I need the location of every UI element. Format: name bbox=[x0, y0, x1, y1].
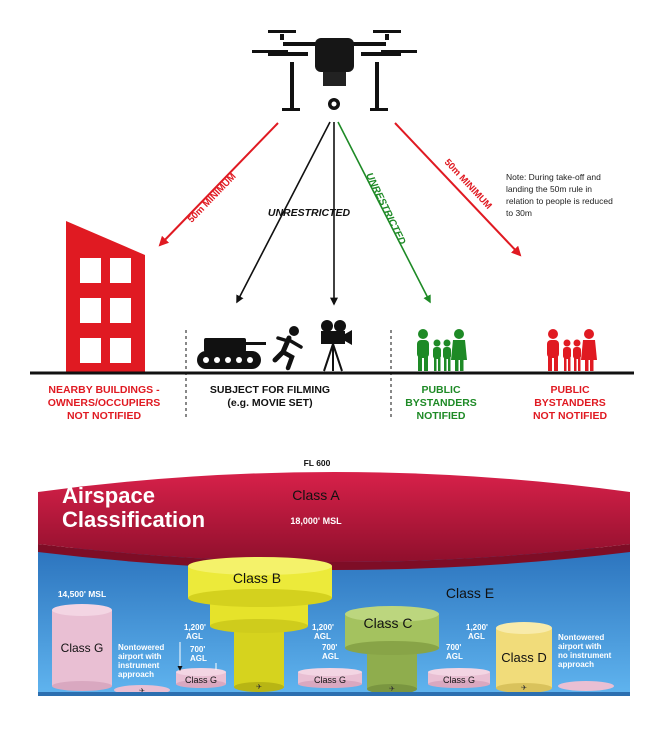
airplane-icon: ✈ bbox=[521, 685, 527, 692]
svg-text:700': 700' bbox=[446, 643, 461, 652]
svg-text:approach: approach bbox=[118, 670, 154, 679]
svg-text:to 30m: to 30m bbox=[506, 208, 532, 218]
svg-text:700': 700' bbox=[190, 645, 205, 654]
svg-text:Nontowered: Nontowered bbox=[118, 643, 164, 652]
svg-text:OWNERS/OCCUPIERS: OWNERS/OCCUPIERS bbox=[48, 397, 161, 409]
airspace-ground bbox=[38, 692, 630, 696]
class-g-label-tall: Class G bbox=[61, 641, 104, 655]
class-b-label: Class B bbox=[233, 570, 281, 586]
left-distance-label: 50m MINIMUM bbox=[186, 171, 239, 225]
class-a-label: Class A bbox=[292, 487, 340, 503]
msl-14500-label: 14,500' MSL bbox=[58, 589, 106, 599]
airport-disk-no-instrument bbox=[558, 681, 614, 691]
svg-text:AGL: AGL bbox=[190, 654, 207, 663]
svg-text:landing the 50m rule in: landing the 50m rule in bbox=[506, 184, 592, 194]
airplane-icon: ✈ bbox=[256, 684, 262, 691]
nontowered-instrument-label: Nontowered airport with instrument appro… bbox=[118, 643, 164, 679]
class-c-cylinder bbox=[345, 606, 439, 694]
class-g-tall-cylinder bbox=[52, 604, 112, 691]
svg-text:(e.g. MOVIE SET): (e.g. MOVIE SET) bbox=[227, 397, 312, 409]
airplane-icon: ✈ bbox=[139, 688, 145, 695]
agl-annotations-1: 1,200' AGL 700' AGL bbox=[177, 623, 217, 671]
airspace-diagram: FL 600 Airspace Classification Class A 1… bbox=[38, 458, 630, 696]
svg-text:NOT NOTIFIED: NOT NOTIFIED bbox=[67, 410, 141, 422]
svg-text:AGL: AGL bbox=[314, 632, 331, 641]
class-g-disk-1 bbox=[176, 668, 226, 688]
agl-annotations-3: 1,200' AGL 700' AGL bbox=[446, 623, 488, 661]
svg-text:BYSTANDERS: BYSTANDERS bbox=[405, 397, 477, 409]
class-d-cylinder bbox=[496, 622, 552, 693]
svg-text:airport with: airport with bbox=[558, 642, 602, 651]
running-person-icon bbox=[272, 326, 303, 371]
arrow-to-buildings bbox=[158, 122, 279, 247]
caption-bystanders-not-notified: PUBLIC BYSTANDERS NOT NOTIFIED bbox=[533, 384, 607, 422]
takeoff-note: Note: During take-off and landing the 50… bbox=[506, 172, 613, 218]
class-g-label-3: Class G bbox=[443, 675, 475, 685]
family-icon-red bbox=[547, 329, 597, 371]
class-d-label: Class D bbox=[501, 650, 547, 665]
unrestricted-label-black: UNRESTRICTED bbox=[268, 207, 351, 219]
svg-text:NOT NOTIFIED: NOT NOTIFIED bbox=[533, 410, 607, 422]
svg-text:approach: approach bbox=[558, 660, 594, 669]
svg-text:Note: During take-off and: Note: During take-off and bbox=[506, 172, 601, 182]
agl-annotations-2: 1,200' AGL 700' AGL bbox=[312, 623, 339, 661]
class-a-region bbox=[38, 472, 630, 562]
airplane-icon: ✈ bbox=[389, 686, 395, 693]
svg-text:700': 700' bbox=[322, 643, 337, 652]
building-icon bbox=[66, 221, 145, 373]
svg-text:1,200': 1,200' bbox=[184, 623, 206, 632]
class-e-region bbox=[38, 548, 630, 692]
svg-text:relation to people is reduced: relation to people is reduced bbox=[506, 196, 613, 206]
caption-bystanders-notified: PUBLIC BYSTANDERS NOTIFIED bbox=[405, 384, 477, 422]
svg-text:AGL: AGL bbox=[468, 632, 485, 641]
class-g-label-1: Class G bbox=[185, 675, 217, 685]
svg-text:1,200': 1,200' bbox=[466, 623, 488, 632]
unrestricted-label-green: UNRESTRICTED bbox=[363, 171, 407, 246]
tank-icon bbox=[197, 338, 266, 369]
svg-text:AGL: AGL bbox=[446, 652, 463, 661]
svg-text:1,200': 1,200' bbox=[312, 623, 334, 632]
svg-text:BYSTANDERS: BYSTANDERS bbox=[534, 397, 606, 409]
class-g-disk-2 bbox=[298, 668, 362, 688]
svg-text:instrument: instrument bbox=[118, 661, 160, 670]
arrow-to-bystanders-notified bbox=[337, 121, 431, 304]
class-b-cylinder bbox=[188, 557, 332, 692]
nontowered-no-instrument-label: Nontowered airport with no instrument ap… bbox=[558, 633, 612, 669]
svg-text:AGL: AGL bbox=[186, 632, 203, 641]
svg-text:SUBJECT FOR FILMING: SUBJECT FOR FILMING bbox=[210, 384, 330, 396]
film-camera-icon bbox=[321, 320, 352, 372]
fl600-label: FL 600 bbox=[304, 458, 331, 468]
arrow-to-bystanders-not-notified bbox=[394, 122, 522, 257]
svg-text:NEARBY BUILDINGS -: NEARBY BUILDINGS - bbox=[48, 384, 160, 396]
class-e-label: Class E bbox=[446, 585, 494, 601]
airspace-title-line2: Classification bbox=[62, 507, 205, 532]
svg-text:NOTIFIED: NOTIFIED bbox=[417, 410, 466, 422]
svg-text:no instrument: no instrument bbox=[558, 651, 612, 660]
family-icon-green bbox=[417, 329, 467, 371]
svg-text:AGL: AGL bbox=[322, 652, 339, 661]
airspace-title-line1: Airspace bbox=[62, 483, 155, 508]
drone-icon bbox=[252, 30, 417, 111]
class-g-label-2: Class G bbox=[314, 675, 346, 685]
right-distance-label: 50m MINIMUM bbox=[442, 157, 494, 212]
svg-text:airport with: airport with bbox=[118, 652, 162, 661]
svg-text:Nontowered: Nontowered bbox=[558, 633, 604, 642]
msl-18000-label: 18,000' MSL bbox=[290, 516, 342, 526]
class-c-label: Class C bbox=[363, 615, 412, 631]
class-g-disk-3 bbox=[428, 668, 490, 688]
svg-text:PUBLIC: PUBLIC bbox=[421, 384, 461, 396]
caption-filming: SUBJECT FOR FILMING (e.g. MOVIE SET) bbox=[210, 384, 330, 409]
arrow-to-tank bbox=[236, 121, 331, 304]
caption-buildings: NEARBY BUILDINGS - OWNERS/OCCUPIERS NOT … bbox=[48, 384, 161, 422]
svg-text:PUBLIC: PUBLIC bbox=[550, 384, 590, 396]
